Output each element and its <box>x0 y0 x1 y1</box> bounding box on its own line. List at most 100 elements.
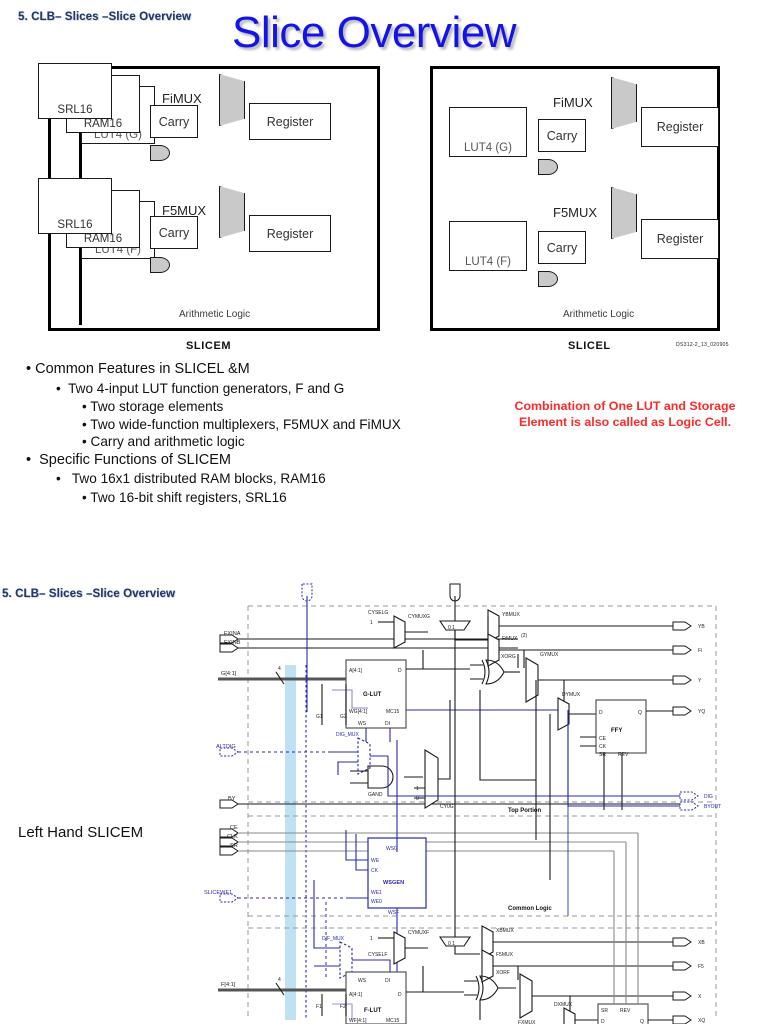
label-ce: CE <box>230 825 238 831</box>
bullet-text: Two wide-function multiplexers, F5MUX an… <box>90 416 401 432</box>
slicem-carry-bottom: Carry <box>150 216 198 249</box>
mux-xbmux: XBMUX <box>481 925 673 959</box>
output-pad-cout: COUT <box>445 580 461 624</box>
svg-text:D: D <box>398 992 402 998</box>
svg-text:D: D <box>398 668 402 674</box>
slicem-f5mux <box>219 186 245 238</box>
input-pad-clk <box>219 837 626 847</box>
output-pad-f5: F5 <box>672 961 704 971</box>
bullet-text: Two 16-bit shift registers, SRL16 <box>90 489 287 505</box>
slicel-register-bottom: Register <box>641 219 719 259</box>
output-pad-byout: BYOUT <box>704 804 721 810</box>
slicem-srl16-bottom: SRL16 <box>38 178 112 234</box>
slicel-carry-top: Carry <box>538 119 586 152</box>
svg-text:4: 4 <box>278 666 281 672</box>
svg-text:X: X <box>698 994 702 1000</box>
label-clk: CLK <box>227 834 238 840</box>
slide2-nav-title: 5. CLB– Slices –Slice Overview <box>2 588 176 600</box>
svg-text:FXMUX: FXMUX <box>518 1020 536 1024</box>
label-slicewe1: SLICEWE1 <box>204 890 233 896</box>
svg-text:CK: CK <box>371 868 379 874</box>
slicel-carry-nob-top <box>538 159 558 175</box>
svg-text:DIF_MUX: DIF_MUX <box>322 936 345 942</box>
svg-text:G-LUT: G-LUT <box>363 692 382 698</box>
label-common-logic: Common Logic <box>508 906 552 912</box>
bullet-item: • Two 4-input LUT function generators, F… <box>56 380 488 396</box>
svg-text:COUT: COUT <box>445 580 459 581</box>
bullet-item: • Two storage elements <box>82 400 488 414</box>
svg-text:F-LUT: F-LUT <box>364 1008 382 1014</box>
bullet-text: Two 16x1 distributed RAM blocks, RAM16 <box>71 471 326 487</box>
bullet-text: Two 4-input LUT function generators, F a… <box>68 380 345 396</box>
mux-cymuxf: CYMUXF 1 CYSELF 0 1 <box>368 630 480 965</box>
svg-text:WF[4:1]: WF[4:1] <box>349 1018 367 1024</box>
svg-text:SR: SR <box>599 752 606 758</box>
callout-line-1: Combination of One LUT and Storage <box>514 399 736 413</box>
svg-text:D: D <box>601 1019 605 1024</box>
svg-text:YBMUX: YBMUX <box>502 612 520 618</box>
slicel-lut4-f: LUT4 (F) <box>449 221 527 271</box>
slicel-fimux <box>611 77 637 129</box>
svg-text:DXMUX: DXMUX <box>554 1002 573 1008</box>
svg-text:WSG: WSG <box>386 846 398 852</box>
svg-text:1: 1 <box>370 620 373 626</box>
svg-text:WS: WS <box>358 721 367 727</box>
slicem-f5mux-label: F5MUX <box>162 203 207 218</box>
bullet-item: • Common Features in SLICEL &M <box>26 362 488 377</box>
output-pad-yq: YQ <box>672 706 705 716</box>
bullet-text: Common Features in SLICEL &M <box>35 361 250 377</box>
slicem-detailed-schematic: .w { stroke:#1a1a1a; stroke-width:1.1; f… <box>218 580 768 1024</box>
svg-text:1: 1 <box>370 936 373 942</box>
svg-text:REV: REV <box>618 752 629 758</box>
svg-text:G1: G1 <box>316 714 323 720</box>
svg-text:DIG_MUX: DIG_MUX <box>336 732 359 738</box>
slicel-f5mux-label: F5MUX <box>553 205 598 220</box>
input-pad-by <box>219 799 688 809</box>
svg-text:BYOUT: BYOUT <box>704 804 721 810</box>
svg-text:FiMUX: FiMUX <box>502 636 518 642</box>
label-g-bus: G[4:1] <box>221 671 237 677</box>
output-pad-yb: YB <box>672 621 705 631</box>
svg-text:4: 4 <box>278 977 281 983</box>
svg-text:XORF: XORF <box>496 970 510 976</box>
svg-text:A[4:1]: A[4:1] <box>349 668 363 674</box>
slicel-carry-nob-bottom <box>538 271 558 287</box>
slicem-carry-top: Carry <box>150 105 198 138</box>
block-f-lut: WS DI A[4:1] D F-LUT WF[4:1] MC15 <box>345 971 423 1024</box>
mux-dymux: DYMUX <box>557 692 596 731</box>
mux-dxmux: DXMUX <box>554 1002 598 1024</box>
slide1-page-title: Slice Overview <box>232 8 516 57</box>
bullet-text: Carry and arithmetic logic <box>90 434 245 450</box>
svg-text:Q: Q <box>640 1019 644 1024</box>
slicem-fimux-label: FiMUX <box>162 91 202 106</box>
input-pad-altdig <box>219 747 358 757</box>
svg-text:1: 1 <box>416 786 419 792</box>
output-pad-fi: Fi <box>672 645 702 655</box>
svg-text:YB: YB <box>698 624 705 630</box>
output-pad-x: X <box>672 991 702 1001</box>
svg-text:DI: DI <box>385 978 390 984</box>
svg-text:WE1: WE1 <box>371 890 382 896</box>
mux-fxmux: FXMUX <box>518 973 673 1024</box>
svg-text:CYSELF: CYSELF <box>368 952 387 958</box>
svg-text:WE: WE <box>371 858 380 864</box>
slicel-register-top: Register <box>641 107 719 147</box>
svg-text:CY0G: CY0G <box>440 804 454 810</box>
block-ffy: D Q FFY CE CK SR REV <box>580 699 673 810</box>
slide2-caption: Left Hand SLICEM <box>18 824 144 841</box>
svg-text:XQ: XQ <box>698 1018 705 1024</box>
gate-xorf: XORF <box>464 970 516 1001</box>
svg-text:XBMUX: XBMUX <box>496 928 514 934</box>
svg-text:Y: Y <box>698 678 702 684</box>
svg-text:CYMUXG: CYMUXG <box>408 614 430 620</box>
input-pad-shiftin: SHIFTIN <box>290 580 313 712</box>
svg-text:0 1: 0 1 <box>448 941 455 947</box>
bullet-item: • Specific Functions of SLICEM <box>26 453 488 468</box>
input-pad-ce <box>219 828 638 838</box>
output-pad-xb: XB <box>672 937 705 947</box>
label-f-bus: F[4:1] <box>221 982 236 988</box>
input-pad-slicewe1 <box>219 893 348 903</box>
mux-fimux-detail: FiMUX (2) <box>487 633 673 668</box>
slicem-register-bottom: Register <box>249 215 331 252</box>
block-ffx: SR REV D Q FFX <box>597 1003 673 1024</box>
